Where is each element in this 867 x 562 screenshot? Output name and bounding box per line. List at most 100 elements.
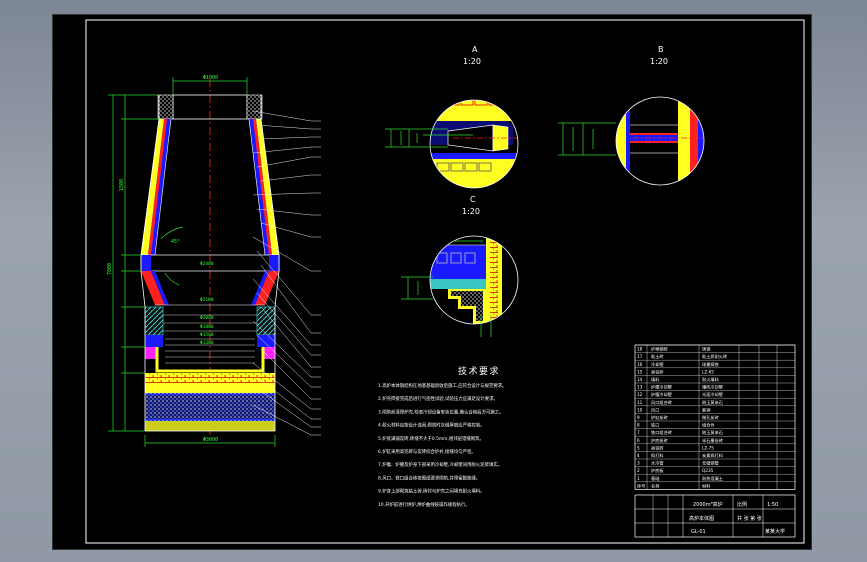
drawing-title: 2000m³高炉 bbox=[693, 501, 723, 508]
bom-material: 材料 bbox=[702, 482, 711, 489]
requirement-item: 7.炉腹、炉腰及炉身下部采用冷却壁,冷却壁间用耐火泥浆填实。 bbox=[378, 461, 502, 468]
bom-row[interactable]: 12 炉腹冷却壁 光面冷却壁 bbox=[637, 391, 723, 398]
bom-number: 序号 bbox=[637, 482, 645, 489]
bom-number: 12 bbox=[637, 392, 643, 397]
bom-material: 刚玉莫来石 bbox=[702, 399, 723, 406]
requirement-item: 3.砌筑前清理炉壳,检查冷却设备安装位置,确认合格后方可施工。 bbox=[378, 408, 504, 415]
bom-name: 炉腹冷却壁 bbox=[651, 391, 672, 398]
overall-height-label: 7800 bbox=[107, 263, 113, 275]
bom-name: 高铝砖 bbox=[651, 368, 664, 375]
bom-material: 耐火填料 bbox=[702, 376, 720, 383]
bom-name: 炉底炭砖 bbox=[651, 437, 668, 444]
bom-number: 11 bbox=[637, 400, 643, 405]
bom-number: 7 bbox=[637, 430, 640, 435]
bom-name: 填料 bbox=[651, 376, 660, 383]
detail-b-letter: B bbox=[658, 45, 664, 54]
upper-height-label: 1500 bbox=[119, 179, 125, 191]
requirements-title: 技术要求 bbox=[458, 365, 500, 377]
leader-line bbox=[256, 124, 312, 130]
bom-header-row[interactable]: 序号名称材料 bbox=[637, 482, 711, 489]
requirement-item: 1.高炉本体钢结构在地基基础验收后施工,应符合设计与规范要求。 bbox=[378, 382, 507, 389]
angle-label: 45° bbox=[171, 239, 180, 245]
bore-label: Φ1800 bbox=[200, 324, 214, 330]
leader-line bbox=[260, 390, 312, 428]
detail-view-a[interactable]: A 1:20 bbox=[385, 45, 523, 189]
leader-line bbox=[252, 236, 312, 272]
bom-name: 风口 bbox=[651, 407, 659, 413]
bom-material: LZ-65 bbox=[702, 369, 714, 374]
bom-number: 10 bbox=[637, 407, 643, 412]
bom-number: 6 bbox=[637, 438, 640, 443]
detail-a-letter: A bbox=[472, 45, 478, 54]
leader-line bbox=[256, 156, 312, 168]
drawing-frame bbox=[85, 19, 805, 544]
bom-material: Q235 bbox=[702, 468, 714, 473]
detail-view-c[interactable]: C 1:20 bbox=[401, 195, 519, 337]
leader-line bbox=[256, 334, 312, 388]
top-width-label: Φ1000 bbox=[203, 75, 218, 81]
furnace-main-view[interactable]: Φ1000 Φ3000 7800 1500 45° Φ2400Φ2100Φ200… bbox=[107, 75, 321, 447]
detail-view-b[interactable]: B 1:20 bbox=[558, 45, 713, 186]
detail-c-letter: C bbox=[470, 195, 476, 204]
bom-name: 炉腰冷却壁 bbox=[651, 384, 672, 391]
bom-material: 无缝钢管 bbox=[702, 460, 719, 467]
leader-line bbox=[252, 192, 312, 196]
bom-name: 炉喉钢砖 bbox=[651, 346, 668, 353]
requirement-item: 2.炉壳焊接完成后进行气密性试验,试验压力应满足设计要求。 bbox=[378, 395, 498, 402]
bom-name: 粘土砖 bbox=[651, 353, 664, 360]
bom-row[interactable]: 10 风口 紫铜 bbox=[637, 406, 710, 413]
bom-name: 铁口 bbox=[651, 422, 659, 429]
leader-line bbox=[260, 348, 312, 400]
bom-material: LZ-75 bbox=[702, 445, 714, 450]
bom-material: 刚玉莫来石 bbox=[702, 429, 723, 436]
bom-number: 2 bbox=[637, 468, 640, 473]
leader-line bbox=[260, 174, 312, 182]
leader-line bbox=[260, 264, 312, 334]
leader-line bbox=[252, 362, 312, 410]
bore-label: Φ1300 bbox=[200, 340, 214, 346]
bom-material: 光面冷却壁 bbox=[702, 391, 723, 398]
bom-name: 炉缸炭砖 bbox=[651, 414, 668, 421]
scale-value: 1:50 bbox=[767, 502, 778, 508]
requirement-item: 8.风口、铁口组合砖按图纸要求砌筑,并预留膨胀缝。 bbox=[378, 474, 480, 481]
bom-name: 高铝砖 bbox=[651, 444, 664, 451]
title-block: 2000m³高炉 高炉本体图 GL-01 比例 1:50 共 张 第 张 某某大… bbox=[634, 494, 796, 538]
school-name: 某某大学 bbox=[765, 528, 785, 535]
leader-line bbox=[256, 208, 312, 216]
drawing-code: GL-01 bbox=[691, 529, 706, 535]
bom-number: 5 bbox=[637, 445, 640, 450]
requirement-item: 5.炉底满铺炭砖,砖缝不大于0.5mm,相邻层错缝砌筑。 bbox=[378, 435, 484, 442]
bom-number: 18 bbox=[637, 347, 643, 352]
requirement-item: 6.炉缸采用高铝砖与炭砖综合炉衬,接缝均匀严密。 bbox=[378, 448, 476, 455]
bom-row[interactable]: 5 高铝砖 LZ-75 bbox=[637, 444, 714, 451]
bom-material: 球墨铸铁 bbox=[702, 361, 720, 368]
bom-name: 水冷管 bbox=[651, 460, 664, 467]
bom-name: 冷却壁 bbox=[651, 361, 664, 368]
bom-material: 紫铜 bbox=[702, 406, 710, 413]
bore-label: Φ2000 bbox=[200, 315, 214, 321]
bom-number: 17 bbox=[637, 354, 643, 359]
drawing-canvas: Φ1000 Φ3000 7800 1500 45° Φ2400Φ2100Φ200… bbox=[85, 19, 805, 544]
bom-material: 镶砖冷却壁 bbox=[702, 384, 723, 391]
leader-line bbox=[256, 292, 312, 356]
leader-line bbox=[252, 404, 312, 436]
leader-line bbox=[252, 278, 312, 346]
